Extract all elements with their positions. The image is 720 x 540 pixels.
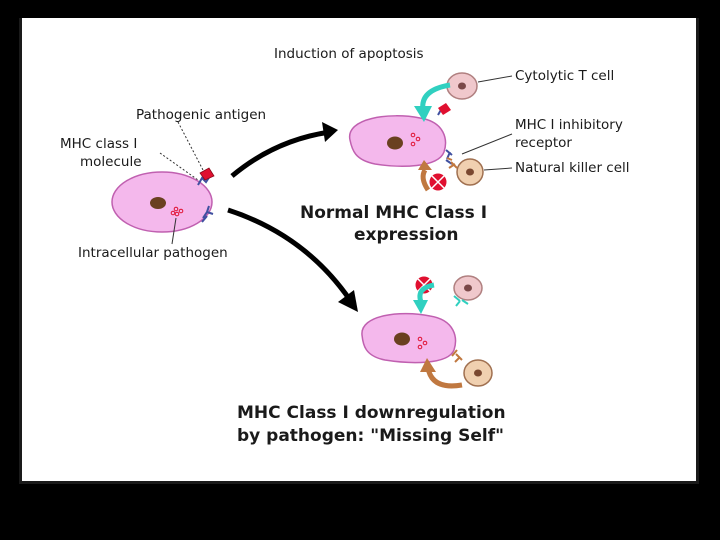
arrowhead-down — [338, 290, 358, 312]
label-inhibitory-line1: MHC I inhibitory — [515, 117, 623, 133]
label-mhc-line2: molecule — [80, 154, 142, 170]
t-cell-bottom — [453, 275, 483, 307]
arrowhead-normal — [322, 122, 338, 142]
nk-attack-arrow-blocked — [418, 160, 432, 192]
leader-antigen — [177, 121, 204, 171]
label-pathogenic-antigen: Pathogenic antigen — [136, 107, 266, 123]
nk-cell-down — [451, 349, 493, 387]
blocked-teal-arrow — [413, 282, 435, 314]
nk-killing-arrow — [420, 358, 463, 389]
label-induction: Induction of apoptosis — [274, 46, 424, 62]
label-inhibitory-line2: receptor — [515, 135, 572, 151]
title-normal-line1: Normal MHC Class I — [300, 203, 487, 223]
mhc-molecule-with-antigen — [197, 167, 215, 186]
inhibit-symbol-normal — [429, 173, 447, 191]
downregulated-cell — [361, 312, 457, 364]
label-intracellular-pathogen: Intracellular pathogen — [78, 245, 228, 261]
title-normal-line2: expression — [354, 225, 458, 245]
label-nk-cell: Natural killer cell — [515, 160, 630, 176]
intracellular-pathogen — [173, 206, 179, 212]
mhc-molecule-empty — [201, 205, 214, 223]
leader-pathogen — [171, 217, 177, 245]
label-cytolytic-t-cell: Cytolytic T cell — [515, 68, 614, 84]
mhc-with-antigen-top — [437, 103, 451, 116]
cytolytic-t-cell — [446, 72, 478, 100]
title-down-line1: MHC Class I downregulation — [237, 403, 506, 423]
diagram-panel — [19, 18, 699, 484]
nucleus — [394, 332, 410, 346]
label-mhc-line1: MHC class I — [60, 136, 137, 152]
nk-cell-normal — [446, 157, 484, 186]
arrow-to-down — [227, 207, 353, 302]
infected-cell — [111, 171, 213, 233]
nucleus — [387, 136, 403, 150]
induction-arrow — [414, 82, 451, 122]
nucleus — [150, 197, 166, 209]
title-down-line2: by pathogen: "Missing Self" — [237, 426, 504, 446]
normal-cell — [349, 115, 447, 167]
leader-nk — [483, 167, 513, 171]
leader-cytolytic — [477, 75, 513, 83]
leader-inhibitory — [461, 133, 513, 155]
arrow-to-normal — [230, 129, 331, 178]
